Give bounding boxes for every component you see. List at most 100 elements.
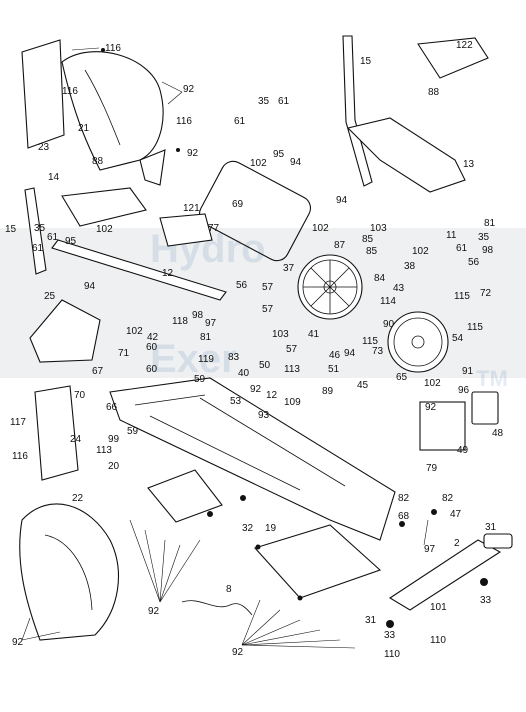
callout-57c: 57 [286,344,298,355]
callout-19: 19 [265,523,277,534]
callout-46: 46 [329,350,341,361]
shroud-22 [19,503,119,641]
callout-48: 48 [492,428,504,439]
callout-60a: 60 [146,342,158,353]
callout-103a: 103 [370,223,387,234]
callout-69: 69 [232,199,244,210]
callout-95a: 95 [65,236,77,247]
callout-37: 37 [283,263,295,274]
callout-61e: 61 [456,243,468,254]
watermark-trademark: TM [476,366,508,391]
cover-25 [29,299,101,363]
callout-47: 47 [450,509,462,520]
callout-82a: 82 [398,493,410,504]
callout-12: 12 [162,268,174,279]
leader-lines [21,47,429,649]
callout-85b: 85 [366,246,378,257]
handlebar-15 [342,35,373,187]
callout-92c: 92 [250,384,262,395]
callout-88b: 88 [428,87,440,98]
callout-88a: 88 [92,156,104,167]
parts-art [19,35,513,641]
callout-84: 84 [374,273,386,284]
crossbar-13 [346,117,466,193]
callout-115a: 115 [454,291,470,302]
callout-66: 66 [106,402,118,413]
callout-2: 2 [454,538,460,549]
callout-54: 54 [452,333,464,344]
callout-25: 25 [44,291,56,302]
callout-12b: 12 [266,390,278,401]
callout-116d: 116 [12,451,28,462]
callout-116a: 116 [105,43,121,54]
callout-93: 93 [258,410,270,421]
callout-72: 72 [480,288,492,299]
arm-12 [51,239,227,301]
callout-labels: 116 92 116 21 116 92 23 88 14 15 35 61 9… [5,40,504,660]
callout-71: 71 [118,348,130,359]
callout-61b: 61 [32,243,44,254]
callout-45: 45 [357,380,369,391]
callout-98b: 98 [192,310,204,321]
callout-59a: 59 [194,374,206,385]
callout-119: 119 [198,354,214,365]
callout-94e: 94 [336,195,348,206]
belt-69 [198,160,312,262]
callout-109: 109 [284,397,301,408]
callout-94b: 94 [84,281,96,292]
callout-95b: 95 [273,149,285,160]
callout-31a: 31 [485,522,497,533]
callout-103b: 103 [272,329,289,340]
callout-96: 96 [458,385,470,396]
callout-92d: 92 [425,402,437,413]
callout-15b: 15 [360,56,372,67]
callout-92e: 92 [148,606,160,617]
callout-33a: 33 [480,595,492,606]
callout-14: 14 [48,172,60,183]
callout-38: 38 [404,261,416,272]
callout-116c: 116 [176,116,192,127]
callout-82b: 82 [442,493,454,504]
callout-83: 83 [228,352,240,363]
callout-101: 101 [430,602,447,613]
shroud-21 [61,51,164,171]
callout-33b: 33 [384,630,396,641]
callout-102a: 102 [96,224,113,235]
callout-94a: 94 [290,157,302,168]
flywheel-90 [387,311,449,373]
shroud-24 [34,385,79,481]
callout-89: 89 [322,386,334,397]
callout-92f: 92 [12,637,24,648]
callout-81: 81 [484,218,496,229]
callout-79: 79 [426,463,438,474]
callout-92g: 92 [232,647,244,658]
callout-102c: 102 [126,326,143,337]
callout-67: 67 [92,366,104,377]
callout-70: 70 [74,390,86,401]
callout-117: 117 [10,417,26,428]
callout-97a: 97 [205,318,217,329]
callout-61d: 61 [234,116,246,127]
callout-24: 24 [70,434,82,445]
panel-96 [471,391,499,425]
callout-20: 20 [108,461,120,472]
callout-91: 91 [462,366,474,377]
callout-98: 98 [482,245,494,256]
callout-22: 22 [72,493,84,504]
callout-77: 77 [208,223,220,234]
callout-11: 11 [446,230,457,241]
callout-35b: 35 [258,96,270,107]
callout-8: 8 [226,584,232,595]
pad-122 [417,37,489,79]
callout-15a: 15 [5,224,17,235]
callout-35a: 35 [34,223,46,234]
callout-81b: 81 [200,332,212,343]
card-121 [159,213,213,247]
plate-20 [147,469,223,523]
callout-92b: 92 [187,148,199,159]
callout-61c: 61 [278,96,290,107]
callout-94d: 94 [344,348,356,359]
bracket-49 [419,401,466,451]
callout-60b: 60 [146,364,158,375]
